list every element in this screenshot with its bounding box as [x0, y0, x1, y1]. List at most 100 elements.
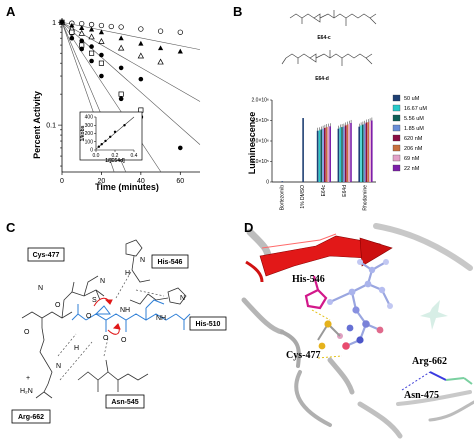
- residue-box-his510: His-510: [189, 316, 227, 331]
- bar: [362, 124, 364, 182]
- data-point: [157, 45, 164, 51]
- his546-sidechain: [304, 275, 328, 310]
- data-point: [69, 22, 75, 28]
- inset-data-point: [113, 130, 117, 134]
- x-tick-label: 60: [176, 178, 184, 185]
- bar: [325, 127, 328, 182]
- data-point: [118, 96, 124, 102]
- fit-line: [61, 21, 201, 102]
- bar: [302, 118, 304, 182]
- b-y-tick-label: 1.5×10⁶: [252, 118, 270, 124]
- data-point: [157, 58, 164, 65]
- b-category-label: 1% DMSO: [300, 185, 306, 209]
- residue-cys477-label: Cys-477: [33, 252, 60, 259]
- x-axis-title: Time (minutes): [95, 182, 159, 192]
- data-point: [98, 29, 105, 35]
- data-point: [89, 44, 94, 49]
- data-point: [79, 46, 85, 52]
- fit-line: [61, 21, 201, 50]
- cys477-sidechain: [317, 320, 341, 350]
- data-point: [118, 35, 124, 41]
- nitrogen-atom: N: [56, 363, 61, 370]
- bar: [371, 120, 373, 182]
- residue-box-asn545: Asn-545: [105, 394, 145, 409]
- residue-asn545-label: Asn-545: [111, 399, 138, 406]
- data-point: [118, 65, 124, 71]
- hbond-dashes-d: [311, 309, 431, 391]
- data-point: [59, 19, 65, 25]
- legend-swatch: [392, 134, 401, 142]
- series-open-triangle: [58, 18, 201, 145]
- y-tick-label: 1: [52, 20, 56, 27]
- data-point: [88, 33, 95, 40]
- legend-label: 69 nM: [404, 156, 420, 162]
- b-y-tick-label: 0: [266, 180, 269, 186]
- bar: [358, 126, 360, 182]
- residue-his510-label: His-510: [196, 321, 221, 328]
- data-point: [138, 26, 144, 32]
- panel-c-label: C: [6, 220, 16, 235]
- data-point: [118, 91, 124, 97]
- arg662-sidechain: [429, 371, 473, 385]
- series-open-circle: [59, 19, 201, 50]
- bar: [369, 121, 371, 182]
- hydrogen-atom: H: [125, 270, 130, 277]
- data-point: [89, 50, 95, 56]
- data-point: [98, 22, 105, 29]
- data-point: [118, 24, 124, 30]
- amide-nh: NH: [120, 307, 130, 314]
- oxygen-atom: O: [103, 335, 109, 342]
- oxygen-atom: O: [121, 337, 127, 344]
- legend-label: 620 nM: [404, 136, 423, 142]
- residue-cys477-label-d: Cys-477: [286, 350, 320, 361]
- data-point: [99, 52, 104, 58]
- ghost-sidechain: [420, 300, 448, 330]
- nitrogen-atom: N: [38, 285, 43, 292]
- oxygen-atom: O: [86, 313, 92, 320]
- data-point: [79, 25, 85, 30]
- legend-swatch: [392, 154, 401, 162]
- legend-swatch: [392, 144, 401, 152]
- bar: [363, 123, 366, 182]
- data-point: [88, 26, 95, 32]
- legend-label: 5.56 uM: [404, 116, 424, 122]
- sulfur-atom: S: [92, 297, 97, 304]
- beta-sheet-red: [245, 233, 393, 283]
- bar: [281, 181, 284, 182]
- legend-label: 206 nM: [404, 146, 423, 152]
- data-point: [138, 76, 144, 82]
- e64d-label: E64-d: [315, 76, 329, 82]
- oxygen-atom: O: [24, 329, 30, 336]
- panel-d-label: D: [244, 220, 253, 235]
- b-category-label: E64c: [321, 185, 327, 197]
- legend-swatch: [392, 124, 401, 132]
- inset-x-tick-label: 0.2: [112, 153, 119, 159]
- panel-d: D His-546 Cys-477 Arg-662 Asn-475: [238, 220, 474, 439]
- data-point: [78, 29, 85, 36]
- e64c-structure: [289, 10, 377, 26]
- legend-label: 16.67 uM: [404, 106, 427, 112]
- inset-data-point: [104, 139, 107, 143]
- legend-swatch: [392, 94, 401, 102]
- data-point: [137, 52, 145, 59]
- bar: [367, 122, 369, 182]
- bar: [316, 130, 319, 182]
- residue-arg662-label: Arg-662: [18, 414, 44, 421]
- bar: [339, 127, 341, 182]
- inset-x-tick-label: 0.4: [131, 153, 138, 159]
- data-point: [69, 35, 75, 41]
- inset-data-point: [97, 145, 101, 148]
- e64c-label: E64-c: [317, 35, 331, 41]
- bar: [348, 123, 350, 182]
- inset-x-title: 1/[E64d]: [105, 158, 125, 164]
- inset-x-tick-label: 0.0: [93, 153, 100, 159]
- data-point: [177, 145, 183, 151]
- residue-his546-label: His-546: [158, 259, 183, 266]
- data-point: [89, 58, 94, 64]
- b-category-label: Rhodamine: [363, 185, 369, 211]
- oxygen-atom: O: [55, 302, 61, 309]
- data-point: [108, 23, 114, 30]
